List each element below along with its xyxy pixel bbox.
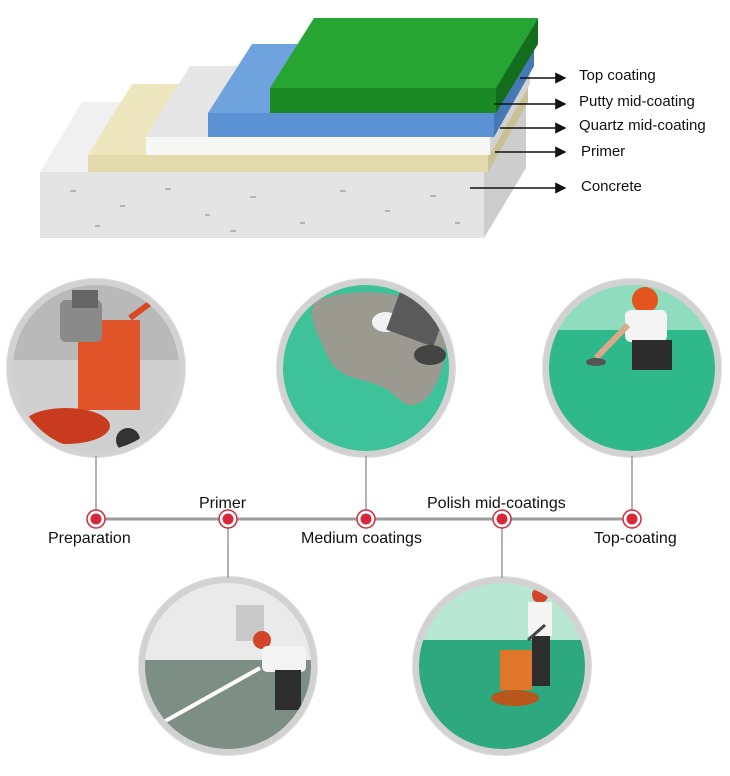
label-top-coating: Top coating <box>579 67 656 84</box>
label-quartz-mid-coating: Quartz mid-coating <box>579 117 706 134</box>
step-label-medium-coatings: Medium coatings <box>301 530 422 547</box>
node-preparation <box>86 509 106 529</box>
node-top-coating <box>622 509 642 529</box>
layer-arrows <box>470 72 567 194</box>
process-timeline <box>86 456 642 578</box>
photo-polish-grinder <box>412 576 592 756</box>
step-label-preparation: Preparation <box>48 530 131 547</box>
label-concrete: Concrete <box>581 178 642 195</box>
photo-primer-roller <box>138 576 318 756</box>
node-medium-coatings <box>356 509 376 529</box>
node-primer <box>218 509 238 529</box>
photo-preparation-grinder <box>6 278 186 458</box>
step-label-top-coating: Top-coating <box>594 530 677 547</box>
photo-medium-coatings-trowel <box>276 278 456 458</box>
step-label-primer: Primer <box>199 495 247 512</box>
node-polish-mid-coatings <box>492 509 512 529</box>
layer-top-coating <box>270 18 538 113</box>
label-putty-mid-coating: Putty mid-coating <box>579 93 695 110</box>
photo-top-coating-worker <box>542 278 722 458</box>
layer-stack <box>40 18 567 238</box>
step-label-polish-mid-coatings: Polish mid-coatings <box>427 495 566 512</box>
label-primer-layer: Primer <box>581 143 626 160</box>
